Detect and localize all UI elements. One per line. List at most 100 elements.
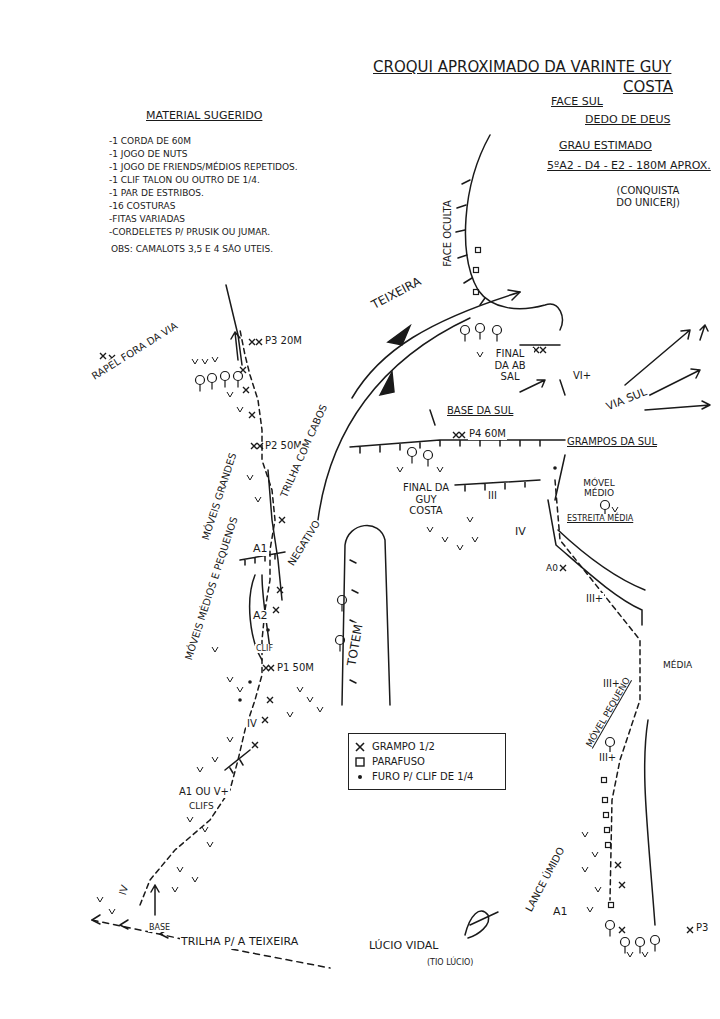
topo-label: IV xyxy=(117,883,132,898)
wall-line xyxy=(645,720,655,925)
bolt-square xyxy=(603,798,608,803)
topo-label: III xyxy=(487,490,498,502)
tree-symbol xyxy=(336,636,345,645)
tree-trunk xyxy=(427,460,428,467)
tree-trunk xyxy=(654,945,655,952)
topo-label: A1 xyxy=(252,543,269,556)
tree-symbol xyxy=(651,936,660,945)
grass-mark xyxy=(442,537,448,542)
bolt-cross xyxy=(251,443,257,449)
legend-text: FURO P/ CLIF DE 1/4 xyxy=(372,770,473,783)
grass-mark xyxy=(317,707,323,712)
tree-symbol xyxy=(338,596,347,605)
grass-mark xyxy=(207,842,213,847)
grass-mark xyxy=(237,687,243,692)
grass-mark xyxy=(297,687,303,692)
grass-mark xyxy=(612,507,618,512)
grass-mark xyxy=(202,827,208,832)
bolt-cross xyxy=(252,742,258,748)
topo-label: -1 PAR DE ESTRIBOS. xyxy=(108,188,205,198)
grass-mark xyxy=(109,909,115,914)
bolt-cross xyxy=(619,927,625,933)
wall-line xyxy=(558,530,645,590)
topo-label: DEDO DE DEUS xyxy=(584,114,671,127)
bolt-cross xyxy=(243,387,249,393)
topo-label: VI+ xyxy=(572,370,592,382)
legend-text: PARAFUSO xyxy=(372,755,425,768)
bolt-cross xyxy=(619,882,625,888)
grass-mark xyxy=(427,527,433,532)
ledge xyxy=(430,345,560,425)
grass-mark xyxy=(642,952,648,957)
topo-label: LANCE ÚMIDO xyxy=(523,845,567,915)
tree-symbol xyxy=(606,921,615,930)
bolt-cross xyxy=(459,432,465,438)
topo-label: CLIF xyxy=(255,644,274,653)
ledge xyxy=(350,440,565,453)
clif-hole xyxy=(248,680,252,684)
topo-label: 5ºA2 - D4 - E2 - 180M APROX. xyxy=(546,160,712,173)
trail-line xyxy=(92,920,330,968)
grass-mark xyxy=(237,407,243,412)
grass-mark xyxy=(477,352,483,357)
tree-symbol xyxy=(234,372,243,381)
tree-trunk xyxy=(211,383,212,390)
bolt-square xyxy=(474,290,479,295)
bolt-cross xyxy=(268,665,274,671)
topo-label: (TIO LÚCIO) xyxy=(426,958,474,967)
bolt-cross xyxy=(267,697,273,703)
clif-hole xyxy=(238,698,242,702)
grass-mark xyxy=(202,359,208,364)
grass-mark xyxy=(592,852,598,857)
legend-row: PARAFUSO xyxy=(353,755,501,768)
topo-label: FACE SUL xyxy=(550,96,604,109)
rock-hatch xyxy=(456,180,485,305)
topo-label: A0 xyxy=(545,563,559,573)
bolt-square xyxy=(605,828,610,833)
grass-mark xyxy=(627,952,633,957)
topo-label: ESTREITA MÉDIA xyxy=(566,514,634,523)
topo-label: -1 JOGO DE NUTS xyxy=(108,149,189,159)
bolt-cross xyxy=(100,353,106,359)
bolt-cross xyxy=(249,339,255,345)
tree-symbol xyxy=(601,501,610,510)
topo-label: MÉDIA xyxy=(662,660,693,670)
grass-mark xyxy=(177,867,183,872)
bolt-cross xyxy=(560,565,566,571)
topo-label: A2 xyxy=(252,610,269,623)
bolt-cross xyxy=(615,862,621,868)
grass-mark xyxy=(472,537,478,542)
topo-label: -FITAS VARIADAS xyxy=(108,214,186,224)
tree-symbol xyxy=(408,448,417,457)
tree-symbol xyxy=(461,326,470,335)
tree-trunk xyxy=(624,947,625,954)
tree-trunk xyxy=(464,335,465,342)
topo-label: -1 CLIF TALON OU OUTRO DE 1/4. xyxy=(108,175,261,185)
tree-trunk xyxy=(341,605,342,612)
tree-trunk xyxy=(496,335,497,342)
diagram-title: CROQUI APROXIMADO DA VARINTE GUY COSTA xyxy=(372,58,674,97)
grass-mark xyxy=(187,817,193,822)
legend-symbol xyxy=(353,756,367,768)
bolt-cross xyxy=(687,927,693,933)
bolt-cross xyxy=(453,432,459,438)
legend-row: FURO P/ CLIF DE 1/4 xyxy=(353,770,501,783)
topo-label: BASE DA SUL xyxy=(446,405,514,417)
bolt-square xyxy=(476,248,481,253)
grass-mark xyxy=(212,357,218,362)
totem-pillar xyxy=(342,525,390,705)
topo-label: P3 20M xyxy=(264,335,303,347)
tree-symbol xyxy=(196,376,205,385)
legend-shape xyxy=(356,743,364,751)
base-arrow xyxy=(151,885,159,915)
topo-label: GRAMPOS DA SUL xyxy=(566,436,658,448)
tree-trunk xyxy=(609,930,610,937)
arrow-teixeira xyxy=(380,326,410,395)
topo-label: TRILHA P/ A TEIXEIRA xyxy=(180,936,299,949)
grass-mark xyxy=(212,757,218,762)
grass-mark xyxy=(227,737,233,742)
grass-mark xyxy=(212,647,218,652)
tree-trunk xyxy=(199,385,200,392)
topo-label: P3 xyxy=(695,922,709,934)
topo-label: -CORDELETES P/ PRUSIK OU JUMAR. xyxy=(108,227,271,237)
